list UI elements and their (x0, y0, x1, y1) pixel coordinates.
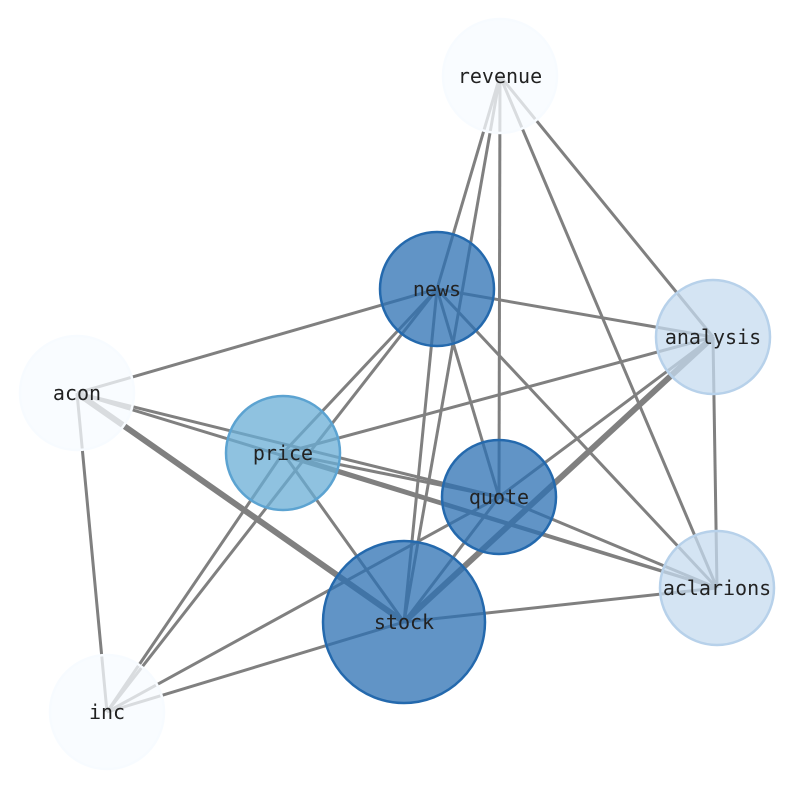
node-circle (378, 230, 496, 348)
node-circle (440, 438, 558, 556)
node-analysis[interactable]: analysis (654, 278, 772, 396)
node-label: stock (374, 610, 434, 634)
edge-price-analysis (282, 335, 714, 455)
node-label: news (413, 277, 461, 301)
node-label: aclarions (663, 576, 771, 600)
node-label: revenue (458, 64, 542, 88)
edge-revenue-stock (402, 75, 502, 623)
edge-revenue-quote (497, 75, 502, 498)
node-circle (658, 529, 776, 647)
edge-revenue-aclarions (498, 75, 719, 589)
edge-news-acon (76, 287, 438, 395)
node-circle (441, 17, 559, 135)
node-circle (48, 653, 166, 771)
node-circle (18, 334, 136, 452)
node-quote[interactable]: quote (440, 438, 558, 556)
node-label: inc (89, 700, 125, 724)
edge-inc-quote (106, 495, 500, 714)
nodes-layer: revenue news analysis acon price quote aclario… (18, 17, 776, 771)
node-aclarions[interactable]: aclarions (658, 529, 776, 647)
node-acon[interactable]: acon (18, 334, 136, 452)
node-inc[interactable]: inc (48, 653, 166, 771)
node-stock[interactable]: stock (321, 539, 487, 705)
node-label: price (253, 441, 313, 465)
node-revenue[interactable]: revenue (441, 17, 559, 135)
node-label: analysis (665, 325, 761, 349)
node-label: acon (53, 381, 101, 405)
node-circle (654, 278, 772, 396)
node-circle (224, 394, 342, 512)
node-news[interactable]: news (378, 230, 496, 348)
node-circle (321, 539, 487, 705)
node-price[interactable]: price (224, 394, 342, 512)
node-label: quote (469, 485, 529, 509)
